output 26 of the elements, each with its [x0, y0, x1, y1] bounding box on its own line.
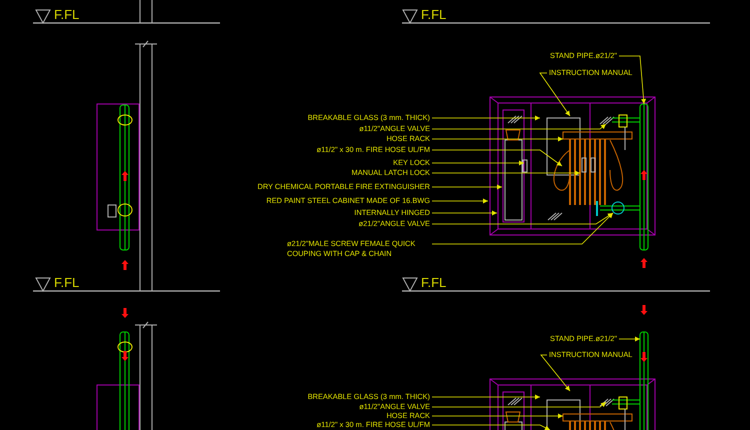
leader-line [432, 150, 562, 166]
leader-line [432, 184, 502, 190]
leader-line [618, 336, 640, 342]
leader-line [432, 424, 550, 430]
leader-line [432, 212, 614, 224]
leader-line [432, 116, 540, 120]
leader-line [432, 212, 614, 244]
leader-line [540, 354, 570, 392]
leader-line [432, 414, 564, 418]
floor-level-label: F.FL [421, 8, 446, 22]
floor-level-label: F.FL [421, 276, 446, 290]
leader-line [432, 170, 580, 176]
leader-line [432, 136, 564, 142]
leader-line [432, 394, 540, 400]
leader-line [432, 198, 488, 204]
leader-line [618, 56, 646, 104]
leader-line [432, 402, 606, 408]
stand-pipe [640, 104, 648, 250]
leader-line [539, 72, 570, 116]
stand-pipe [640, 332, 648, 430]
leader-line [432, 124, 606, 130]
leader-line [432, 160, 524, 166]
floor-level-label: F.FL [54, 8, 80, 22]
leader-line [432, 210, 498, 216]
floor-level-label: F.FL [54, 276, 80, 290]
valve-body [612, 202, 624, 214]
